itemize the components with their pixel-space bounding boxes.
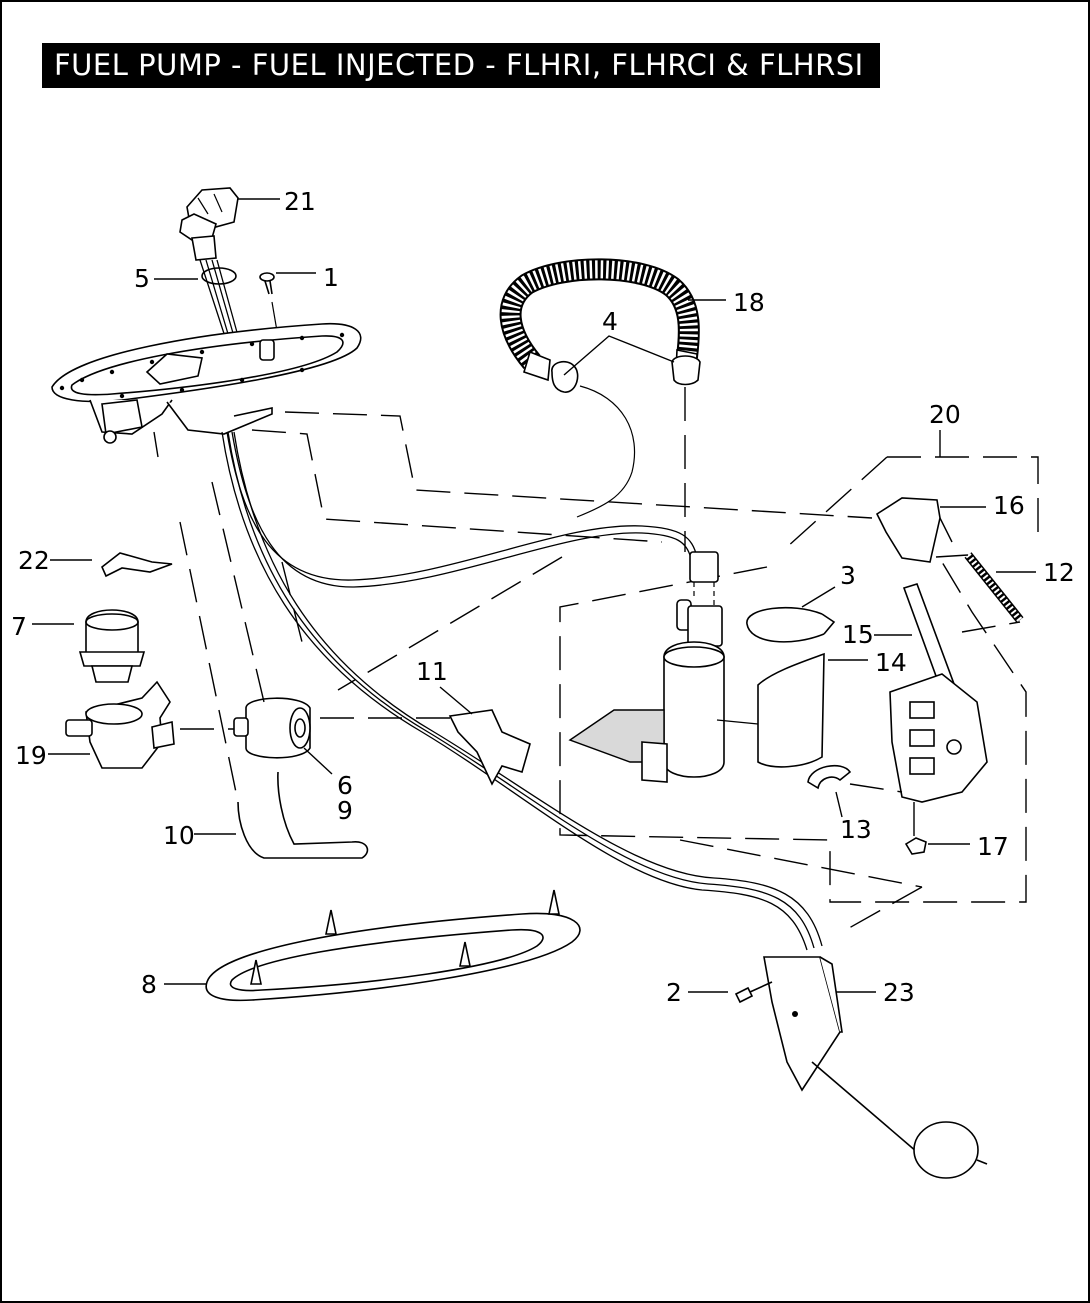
callout-14: 14 [875, 648, 907, 677]
part-22-clip [101, 552, 173, 578]
diagram-title: FUEL PUMP - FUEL INJECTED - FLHRI, FLHRC… [42, 43, 880, 88]
part-10-wire-clip [237, 771, 369, 859]
part-6-fuel-filter [233, 697, 311, 759]
callout-19: 19 [15, 741, 47, 770]
callout-21: 21 [284, 187, 316, 216]
callout-10: 10 [163, 821, 195, 850]
callout-1: 1 [323, 263, 339, 292]
part-21-connector [179, 187, 239, 261]
callout-18: 18 [733, 288, 765, 317]
callout-15: 15 [842, 620, 874, 649]
callout-2: 2 [666, 978, 682, 1007]
callout-5: 5 [134, 264, 150, 293]
callout-7: 7 [11, 612, 27, 641]
callout-11: 11 [416, 657, 448, 686]
callout-23: 23 [883, 978, 915, 1007]
callout-22: 22 [18, 546, 50, 575]
part-2-screw [734, 981, 773, 1004]
callout-8: 8 [141, 970, 157, 999]
callout-17: 17 [977, 832, 1009, 861]
part-7-pressure-regulator [78, 609, 146, 683]
part-8-gasket [205, 889, 581, 1002]
callout-20: 20 [929, 400, 961, 429]
part-19-filter-housing [65, 680, 175, 769]
part-4-hose-clamps [551, 355, 701, 393]
part-3-band [746, 606, 836, 643]
part-17-nut [904, 837, 927, 855]
callout-6: 6 [337, 771, 353, 800]
part-12-spring [964, 552, 1024, 623]
part-15-float-arm [889, 583, 988, 803]
part-16-bracket [875, 497, 941, 563]
part-1-screw [259, 272, 279, 338]
part-flange-top-plate [51, 322, 362, 444]
callout-12: 12 [1043, 558, 1075, 587]
part-11-bracket [448, 709, 531, 786]
part-14-sleeve [757, 652, 825, 768]
callout-4: 4 [602, 307, 618, 336]
part-13-clip [807, 764, 852, 790]
part-fuel-pump [568, 551, 725, 783]
callout-3: 3 [840, 561, 856, 590]
part-23-level-sender [763, 956, 988, 1179]
callout-16: 16 [993, 491, 1025, 520]
callout-9: 9 [337, 796, 353, 825]
callout-13: 13 [840, 815, 872, 844]
